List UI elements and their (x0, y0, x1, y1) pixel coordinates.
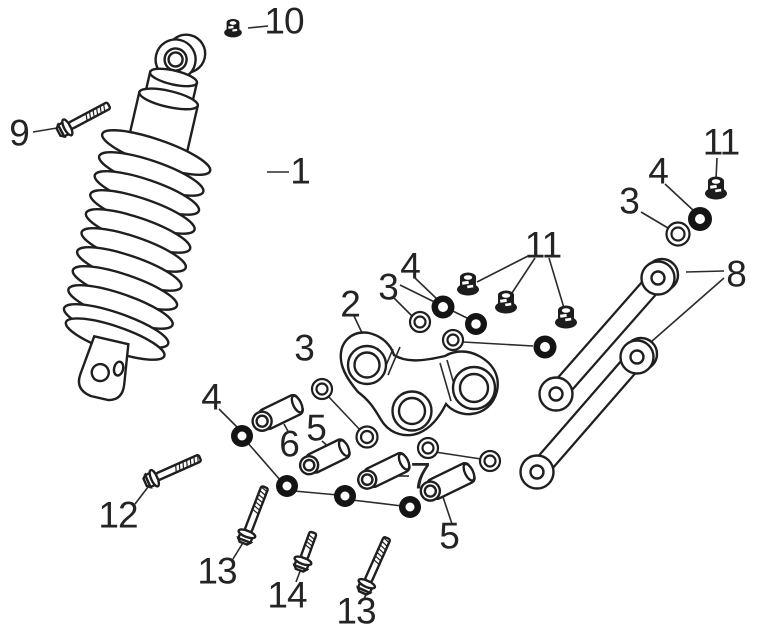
bolt-13-left (236, 485, 269, 546)
sleeve-spacer-6 (251, 393, 304, 432)
washer-mid-2 (465, 313, 487, 335)
washer-4-top-right (688, 207, 712, 231)
washer-bottom-2 (334, 485, 356, 507)
sleeve-spacer-7 (357, 451, 411, 490)
bolt-9 (55, 101, 112, 139)
linkage-bracket (339, 331, 499, 437)
collar-3-mid (408, 310, 432, 334)
washer-4-mid (431, 295, 455, 319)
sleeve-spacer-5-right (419, 461, 476, 502)
collar-3-top-right (665, 221, 691, 247)
nut-11-c (555, 305, 577, 329)
collar-bottom-2 (416, 436, 440, 460)
shock-lower-clevis (77, 334, 130, 402)
coil-spring (62, 129, 212, 361)
washer-bottom-1 (276, 475, 298, 497)
collar-bottom-1 (355, 425, 379, 449)
collar-3-left (310, 377, 334, 401)
linkage-arm-lower (519, 336, 659, 490)
bolt-12 (142, 454, 202, 489)
collar-bottom-3 (478, 449, 502, 473)
nut-11-b (495, 290, 517, 314)
washer-4-left (231, 425, 253, 447)
bolt-13-right (356, 536, 391, 596)
washer-right (533, 335, 557, 359)
washer-bottom-3 (399, 496, 421, 518)
bolt-14 (292, 530, 318, 573)
nut-11-a (457, 272, 479, 296)
sleeve-spacer-5-mid (298, 438, 351, 476)
shock-absorber (62, 33, 212, 402)
nut-11-d (705, 176, 727, 200)
linkage-arm-upper (538, 257, 680, 412)
collar-3-mid-2 (441, 328, 465, 352)
nut-10 (224, 19, 242, 38)
